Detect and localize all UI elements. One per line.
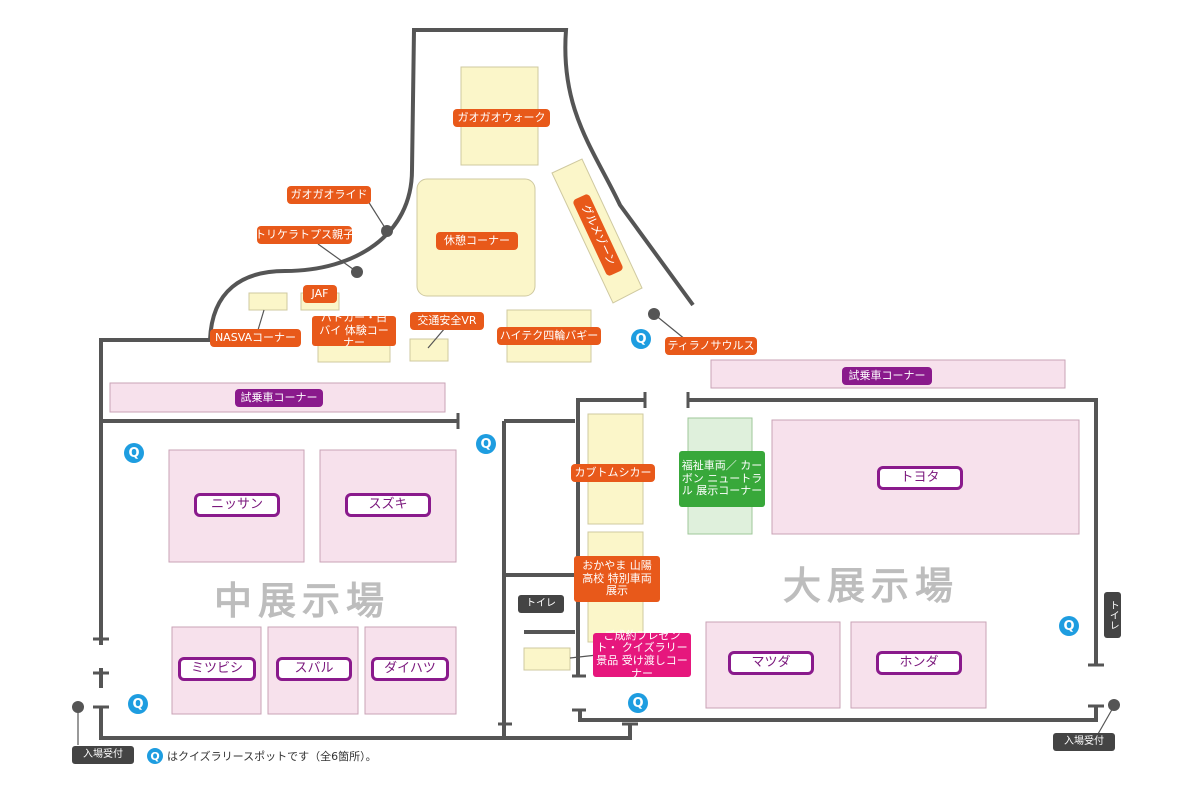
brand-subaru[interactable]: スバル — [276, 657, 352, 681]
brand-mitsubishi[interactable]: ミツビシ — [178, 657, 256, 681]
quiz-spot-icon-4[interactable]: Q — [128, 694, 148, 714]
quiz-spot-icon-5[interactable]: Q — [628, 693, 648, 713]
okayama-sanyo-label[interactable]: おかやま 山陽高校 特別車両展示 — [574, 556, 660, 602]
beetle-car-label[interactable]: カブトムシカー — [571, 464, 655, 482]
quiz-spot-icon-1[interactable]: Q — [631, 329, 651, 349]
legend-quiz-icon: Q — [147, 748, 163, 764]
gaogao-ride-label[interactable]: ガオガオライド — [287, 186, 371, 204]
legend-text: はクイズラリースポットです（全6箇所）。 — [167, 750, 377, 763]
tyrannosaurus-pin — [648, 308, 660, 320]
triceratops-label[interactable]: トリケラトプス親子 — [255, 226, 354, 244]
quiz-spot-icon-6[interactable]: Q — [1059, 616, 1079, 636]
toilet-right-label[interactable]: トイレ — [1104, 592, 1121, 638]
brand-toyota[interactable]: トヨタ — [877, 466, 963, 490]
tyrannosaurus-label[interactable]: ティラノサウルス — [665, 337, 757, 355]
prize-corner-label[interactable]: ご成約プレゼント・ クイズラリー景品 受け渡しコーナー — [593, 629, 691, 679]
vr-area — [409, 338, 449, 362]
entrance-left-label[interactable]: 入場受付 — [72, 746, 134, 764]
traffic-vr-label[interactable]: 交通安全VR — [410, 312, 484, 330]
patrol-car-label[interactable]: パトカー・白バイ 体験コーナー — [312, 311, 396, 349]
entrance-right-pin — [1108, 699, 1120, 711]
door-marks — [93, 392, 1104, 726]
welfare-vehicle-label[interactable]: 福祉車両／ カーボン ニュートラル 展示コーナー — [679, 451, 765, 507]
map-legend: Q はクイズラリースポットです（全6箇所）。 — [147, 748, 377, 764]
toilet-center-label[interactable]: トイレ — [518, 595, 564, 613]
leader-lines — [77, 200, 1115, 745]
quiz-spot-icon-2[interactable]: Q — [124, 443, 144, 463]
quiz-spot-icon-3[interactable]: Q — [476, 434, 496, 454]
triceratops-pin — [351, 266, 363, 278]
brand-honda[interactable]: ホンダ — [876, 651, 962, 675]
middle-hall-label: 中展示場 — [214, 579, 391, 623]
large-hall-label: 大展示場 — [783, 564, 960, 608]
nasva-label[interactable]: NASVAコーナー — [210, 329, 301, 347]
hightech-buggy-label[interactable]: ハイテク四輪バギー — [497, 327, 601, 345]
prize-area — [523, 647, 571, 671]
jaf-area — [248, 292, 288, 311]
test-drive-left-label[interactable]: 試乗車コーナー — [235, 389, 323, 407]
jaf-label[interactable]: JAF — [303, 285, 337, 303]
gaogao-ride-pin — [381, 225, 393, 237]
rest-corner-label[interactable]: 休憩コーナー — [436, 232, 518, 250]
brand-suzuki[interactable]: スズキ — [345, 493, 431, 517]
brand-nissan[interactable]: ニッサン — [194, 493, 280, 517]
entrance-right-label[interactable]: 入場受付 — [1053, 733, 1115, 751]
entrance-left-pin — [72, 701, 84, 713]
nissan-area — [168, 449, 305, 563]
gaogao-walk-label[interactable]: ガオガオウォーク — [453, 109, 550, 127]
brand-daihatsu[interactable]: ダイハツ — [371, 657, 449, 681]
test-drive-right-label[interactable]: 試乗車コーナー — [842, 367, 932, 385]
brand-mazda[interactable]: マツダ — [728, 651, 814, 675]
